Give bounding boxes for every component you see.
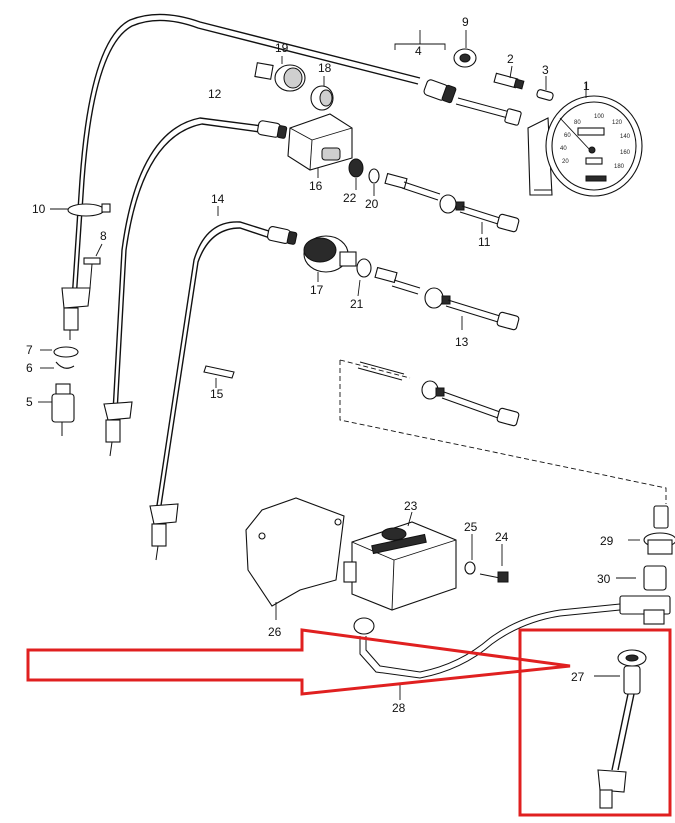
part-20-washer [368, 168, 380, 196]
callout-22: 22 [343, 191, 357, 205]
part-18-plug [310, 76, 334, 111]
callout-23: 23 [404, 499, 418, 513]
callout-19: 19 [275, 41, 289, 55]
callout-11: 11 [478, 235, 491, 249]
cable-10-lower-end [61, 287, 91, 340]
callout-2: 2 [507, 52, 514, 66]
svg-text:80: 80 [574, 120, 581, 126]
callout-29: 29 [600, 534, 614, 548]
part-19-sender [254, 56, 306, 92]
part-29-sender [628, 505, 675, 555]
part-16-drive-unit [287, 113, 353, 178]
callout-26: 26 [268, 625, 282, 639]
red-arrow-shape [26, 628, 571, 696]
callout-17: 17 [310, 283, 324, 297]
svg-text:20: 20 [562, 159, 569, 165]
callout-9: 9 [462, 15, 469, 29]
callout-25: 25 [464, 520, 478, 534]
part-10-clamp [50, 203, 111, 217]
cable-28 [353, 603, 621, 700]
svg-text:120: 120 [612, 120, 623, 126]
part-1-speedometer [527, 82, 643, 197]
part-8-screw [83, 243, 103, 289]
callout-16: 16 [309, 179, 323, 193]
red-highlight-box [518, 628, 672, 817]
cable-into-speedometer [455, 97, 522, 126]
part-21-nut [356, 258, 372, 297]
part-5-drive-pinion [38, 383, 75, 436]
dashed-cable-group [339, 359, 667, 504]
speedometer-cable-14 [155, 206, 298, 513]
callout-20: 20 [365, 197, 379, 211]
svg-text:160: 160 [620, 150, 631, 156]
svg-text:180: 180 [614, 164, 625, 170]
cable-13 [374, 266, 520, 331]
part-22-ring [348, 158, 364, 190]
part-30-adapter [616, 565, 671, 625]
cable-12-lower-end [103, 401, 133, 457]
callout-30: 30 [597, 572, 611, 586]
part-26-bracket [245, 497, 345, 620]
svg-text:60: 60 [564, 133, 571, 139]
part-9-grommet [453, 30, 477, 68]
callout-21: 21 [350, 297, 364, 311]
part-23-control-unit [343, 511, 457, 611]
callout-24: 24 [495, 530, 509, 544]
svg-text:140: 140 [620, 134, 631, 140]
red-highlight-annotation [26, 628, 672, 817]
callout-13: 13 [455, 335, 469, 349]
svg-text:100: 100 [594, 114, 605, 120]
part-25-washer [464, 534, 476, 575]
speedometer-cable-12 [111, 117, 288, 431]
callout-14: 14 [211, 192, 225, 206]
part-27-cable [594, 649, 647, 809]
callout-28: 28 [392, 701, 406, 715]
cable-14-lower-end [149, 503, 179, 561]
callout-1: 1 [583, 79, 590, 93]
part-24-screw [479, 544, 509, 583]
callout-15: 15 [210, 387, 224, 401]
callout-10: 10 [32, 202, 46, 216]
callout-12: 12 [208, 87, 222, 101]
callout-27: 27 [571, 670, 585, 684]
part-6-clip [40, 361, 75, 369]
callout-labels: 1 2 3 4 5 6 7 8 9 10 11 12 13 14 15 16 1… [26, 15, 614, 715]
callout-6: 6 [26, 361, 33, 375]
part-4-cable-end [394, 30, 457, 104]
callout-8: 8 [100, 229, 107, 243]
callout-18: 18 [318, 61, 332, 75]
part-7-o-ring [40, 346, 79, 358]
part-2-bulb-holder [493, 65, 525, 90]
callout-7: 7 [26, 343, 33, 357]
cable-11 [384, 172, 520, 234]
part-15-clip [203, 365, 235, 388]
part-17-drive-unit [303, 235, 357, 282]
callout-3: 3 [542, 63, 549, 77]
speedometer-scale: 20 40 60 80 100 120 140 160 180 [560, 114, 631, 170]
svg-text:40: 40 [560, 146, 567, 152]
callout-5: 5 [26, 395, 33, 409]
speedometer-cable-long [71, 13, 421, 301]
callout-4: 4 [415, 44, 422, 58]
part-3-bulb [536, 76, 554, 101]
